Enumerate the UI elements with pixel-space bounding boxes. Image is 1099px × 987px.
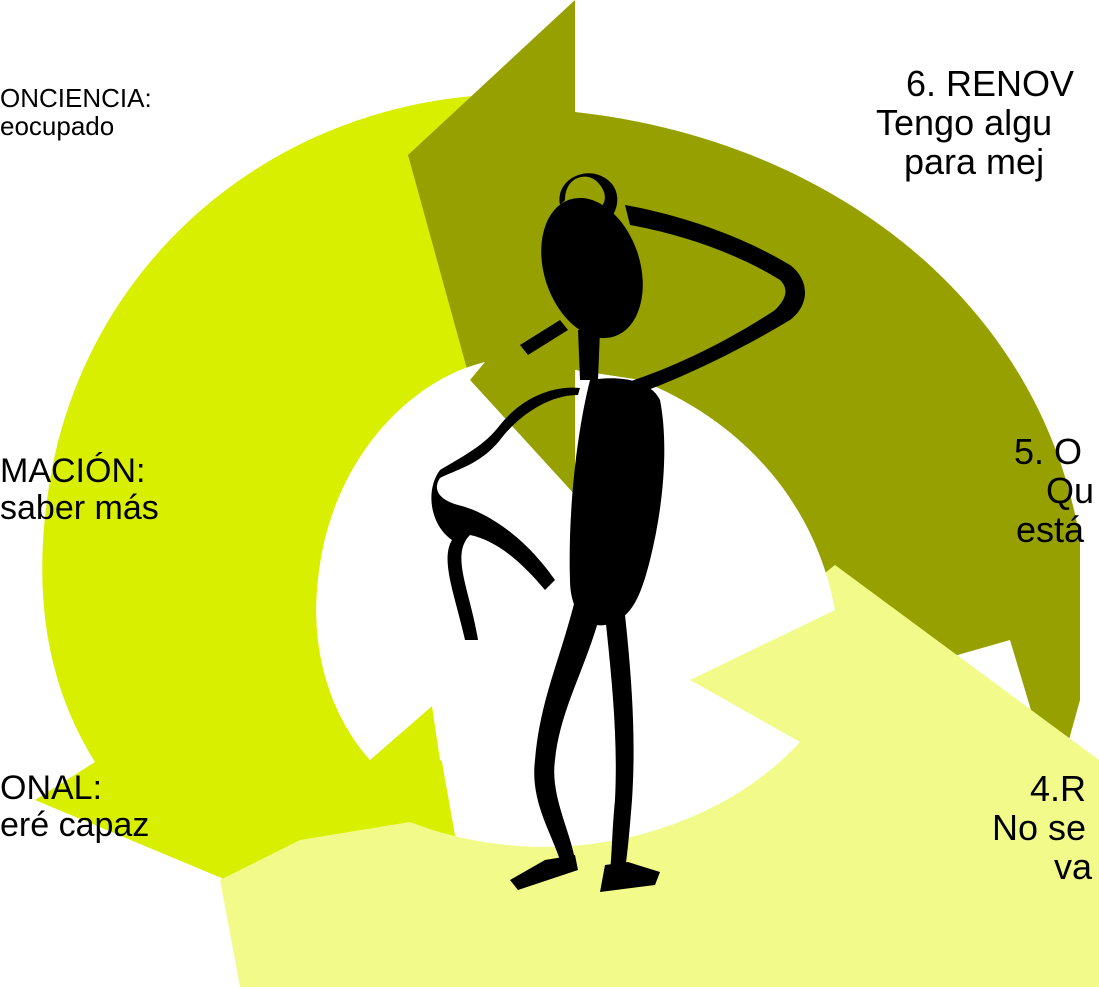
stage-5-label: 5. O Qu está	[1014, 431, 1095, 550]
stage-2-body: saber más	[0, 488, 159, 527]
olive-cycle-arrow	[408, 0, 1080, 790]
pale-cycle-arrow	[220, 565, 1099, 987]
stage-3-body: eré capaz	[0, 805, 150, 844]
stage-1-label: ONCIENCIA: eocupado	[0, 84, 152, 140]
lime-cycle-arrow	[35, 95, 485, 987]
stage-6-body-2: para mej	[904, 140, 1045, 182]
stage-4-label: 4.R No se va	[992, 768, 1093, 887]
stage-5-body-2: está	[1016, 508, 1085, 550]
stage-5-body: Qu	[1046, 469, 1095, 511]
thinking-man-figure-icon	[431, 173, 805, 892]
stage-4-body: No se	[992, 806, 1087, 848]
stage-1-body: eocupado	[0, 111, 115, 142]
stage-6-body: Tengo algu	[876, 101, 1053, 143]
stage-6-label: 6. RENOV Tengo algu para mej	[876, 63, 1075, 182]
stage-5-title: 5. O	[1014, 431, 1083, 472]
stage-1-title: ONCIENCIA:	[0, 83, 152, 113]
stage-2-label: MACIÓN: saber más	[0, 453, 159, 526]
stage-4-body-2: va	[1054, 845, 1093, 887]
stage-3-title: ONAL:	[0, 769, 103, 807]
stage-3-label: ONAL: eré capaz	[0, 770, 149, 843]
stage-2-title: MACIÓN:	[0, 452, 146, 490]
stage-6-title: 6. RENOV	[906, 63, 1075, 104]
stage-4-title: 4.R	[1030, 768, 1087, 809]
